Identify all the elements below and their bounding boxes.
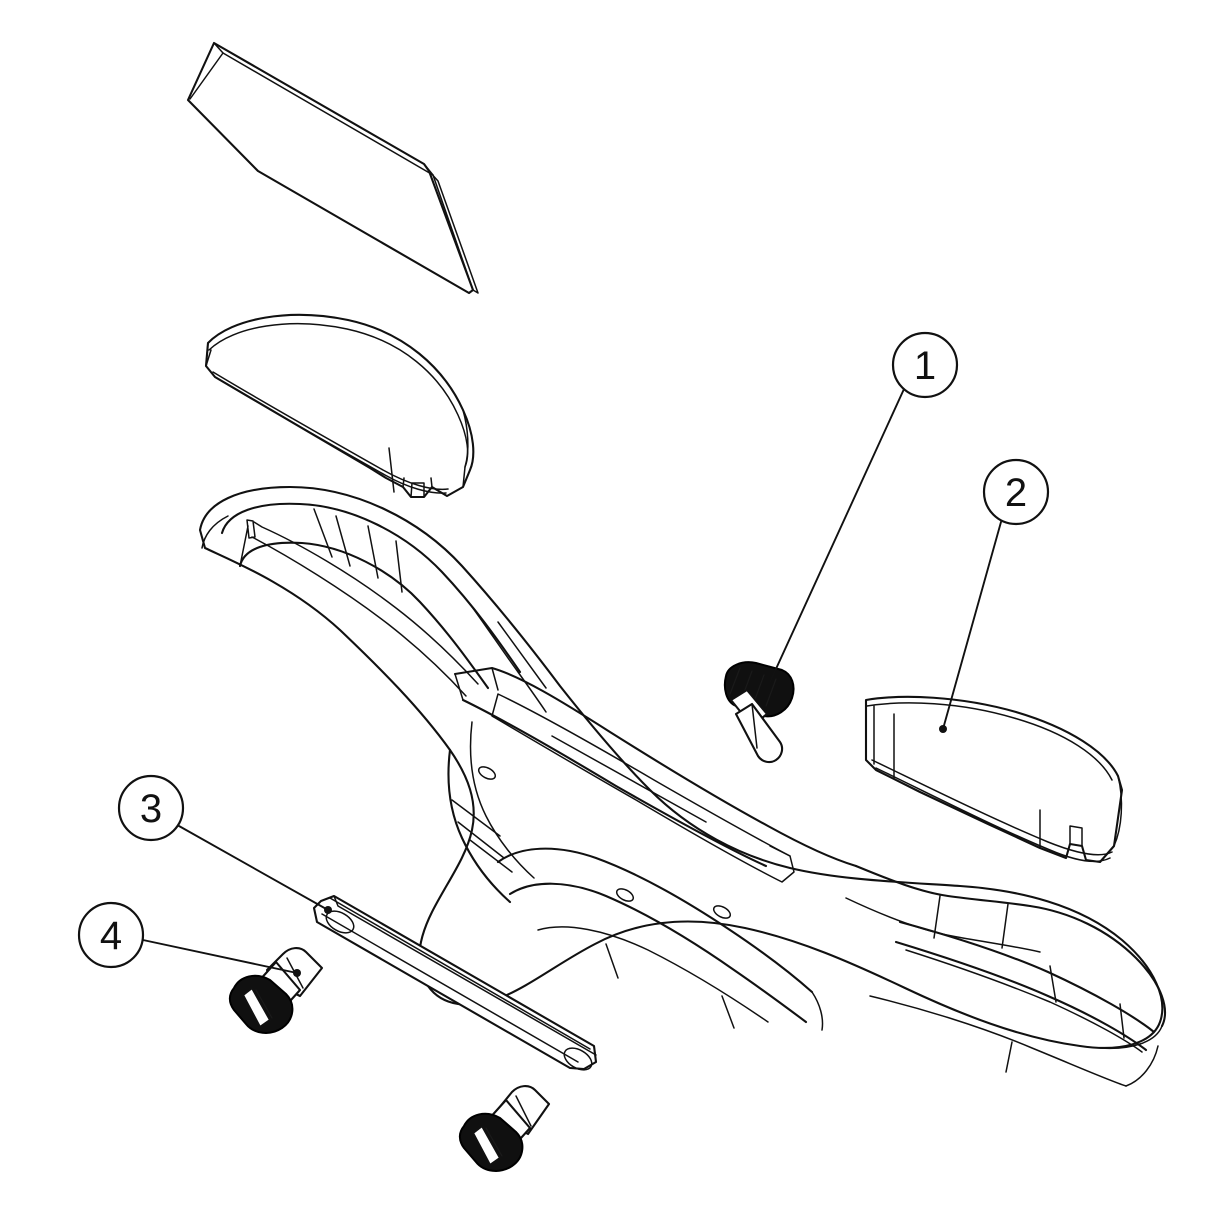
callout-2-circle[interactable] [982,458,1050,526]
part-right-wedge-pad [864,695,1124,864]
leader-dot-2 [939,725,947,733]
part-lower-shoulder-bolt [458,1085,551,1172]
part-link-bar [312,894,598,1071]
callout-1-circle[interactable] [891,331,959,399]
callout-4[interactable]: 4 [77,901,145,969]
part-main-frame-body [198,485,1166,1087]
leader-line-2 [942,521,1002,730]
callout-3-circle[interactable] [117,774,185,842]
callout-3[interactable]: 3 [117,774,185,842]
leader-line-4 [142,939,298,974]
callout-1-label: 1 [914,344,936,388]
part-upper-shoulder-bolt [723,661,795,764]
callout-4-circle[interactable] [77,901,145,969]
callout-2-label: 2 [1005,471,1027,515]
callout-4-label: 4 [100,914,122,958]
part-upper-curved-pad [204,313,475,499]
callout-2[interactable]: 2 [982,458,1050,526]
leader-dot-3 [324,906,332,914]
leader-line-3 [178,825,329,911]
leader-lines [142,388,1002,977]
leader-dot-4 [293,969,301,977]
callout-3-label: 3 [140,787,162,831]
part-top-flat-plate [186,41,479,295]
leader-line-1 [769,388,905,683]
callout-1[interactable]: 1 [891,331,959,399]
